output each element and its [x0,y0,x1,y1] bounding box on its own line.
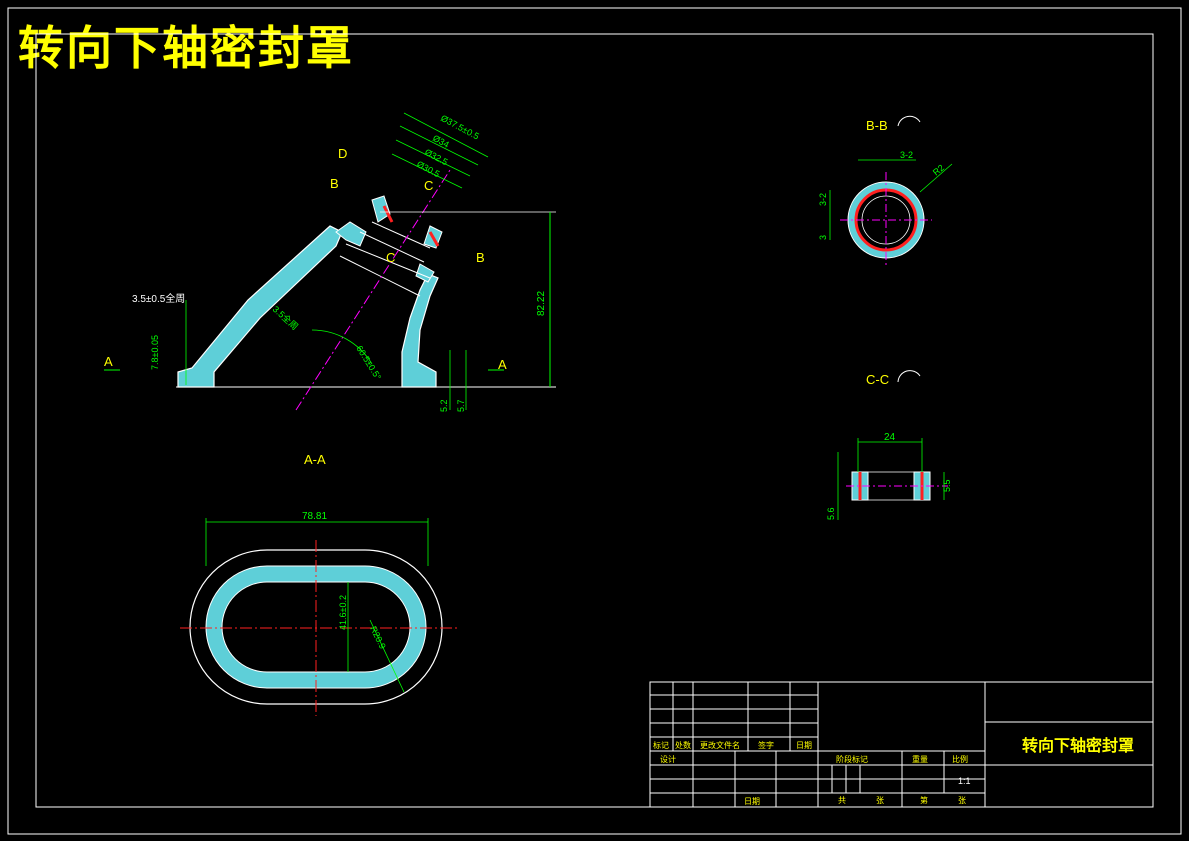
cc-rotation-icon [897,370,921,383]
dim-foot-h2: 5.7 [456,399,466,412]
tb-header-date: 日期 [796,741,812,750]
dim-aa-width: 78.81 [302,511,327,522]
dim-cc-width: 24 [884,432,896,443]
tb-header-sign: 签字 [758,740,774,750]
dim-angle: 60.5±0.5° [354,344,383,382]
title-block-part-name: 转向下轴密封罩 [1022,736,1134,755]
tb-stage-mark: 阶段标记 [836,754,868,764]
section-mark-a-left: A [104,354,113,369]
outer-border [7,7,1182,835]
section-mark-b-top: B [330,176,339,191]
drawing-title: 转向下轴密封罩 [18,21,354,75]
dim-cc-height: 5.5 [942,479,952,492]
section-mark-a-right: A [498,357,507,372]
dim-foot-h1: 5.2 [439,399,449,412]
title-block-scale: 1:1 [958,776,971,786]
aa-section-view [180,518,458,716]
dim-thickness-note2: 3.5全周 [271,303,301,332]
right-wall-section [401,273,439,388]
dim-bb-3: R2 [931,162,946,177]
dim-bb-2: 3-2 [818,193,828,206]
tb-weight: 重量 [912,754,928,764]
view-label-aa: A-A [304,452,326,467]
bb-rotation-icon [897,115,921,127]
dim-left-v: 7.8±0.05 [150,335,160,370]
dim-bb-1: 3-2 [900,150,913,160]
title-block [649,681,1154,808]
dim-thickness-note: 3.5±0.5全周 [132,292,185,305]
bb-section-view [829,159,953,268]
detail-mark-d: D [338,146,347,161]
view-label-cc: C-C [866,372,889,387]
section-mark-c-top: C [424,178,433,193]
tb-header-file: 更改文件名 [700,740,740,750]
dim-bb-4: 3 [818,235,828,240]
tb-header-count: 处数 [675,740,691,750]
tb-sheet-no: 第 [920,795,928,805]
view-label-bb: B-B [866,118,888,133]
section-mark-b-right: B [476,250,485,265]
tb-sheet-total: 共 [838,796,846,805]
dim-cc-left: 5.6 [826,507,836,520]
dim-aa-height: 41.6±0.2 [338,595,348,630]
tb-design: 设计 [660,754,676,764]
cc-section-view [837,438,948,520]
tb-sheet-unit1: 张 [876,796,884,805]
tb-sheet-unit2: 张 [958,796,966,805]
inner-frame [35,33,1154,808]
tb-scale-label: 比例 [952,754,968,764]
dim-height-total: 82.22 [536,291,547,316]
section-mark-c-mid: C [386,250,395,265]
tb-date: 日期 [744,797,760,806]
dim-top-2: Ø34 [431,133,451,150]
tb-header-mark: 标记 [653,740,669,750]
main-section-view [104,112,556,411]
left-wall-section [177,225,343,388]
